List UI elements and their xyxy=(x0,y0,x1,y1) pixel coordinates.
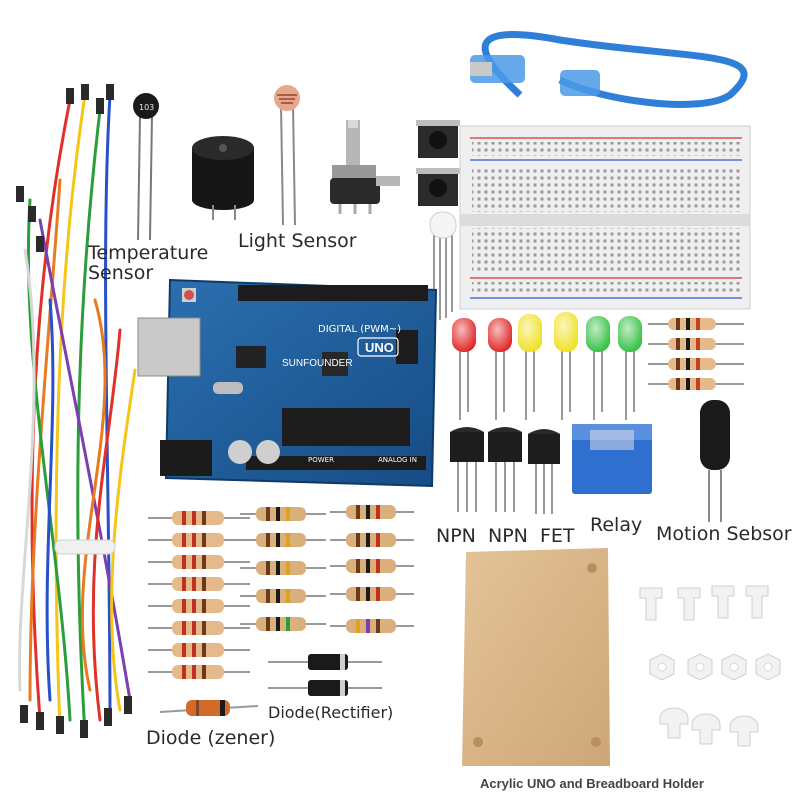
nylon-nut-icon xyxy=(649,653,781,681)
diode-icon xyxy=(268,654,382,696)
usb-cable-icon xyxy=(470,31,748,108)
label-diode-rectifier: Diode(Rectifier) xyxy=(268,703,394,722)
label-relay: Relay xyxy=(590,514,643,536)
board-brand: SUNFOUNDER xyxy=(282,358,353,369)
label-npn-2: NPN xyxy=(488,525,528,547)
label-light-sensor: Light Sensor xyxy=(238,230,357,252)
jumper-wire-tips xyxy=(16,84,132,738)
jumper-wire-bundle-icon xyxy=(18,93,137,737)
photoresistor-icon xyxy=(274,85,300,226)
relay-icon xyxy=(572,424,652,494)
label-npn-1: NPN xyxy=(436,525,476,547)
uno-badge xyxy=(357,337,399,357)
label-acrylic-holder: Acrylic UNO and Breadboard Holder xyxy=(480,776,704,791)
label-temperature-sensor: Temperature Sensor xyxy=(88,242,209,284)
thermistor-icon xyxy=(133,93,159,241)
arduino-board-icon xyxy=(137,278,438,488)
rgb-led-icon xyxy=(429,211,457,320)
board-digital-label: DIGITAL (PWM~) xyxy=(318,324,401,335)
label-fet: FET xyxy=(540,525,575,547)
acrylic-plate-icon xyxy=(462,548,610,766)
thermistor-code: 103 xyxy=(139,103,154,112)
nylon-standoff-icon xyxy=(639,585,769,621)
transistor-icon xyxy=(450,427,560,514)
buzzer-icon xyxy=(192,136,254,220)
cable-tie-icon xyxy=(54,539,116,555)
board-power-label: POWER xyxy=(308,456,334,464)
nylon-screw-icon xyxy=(659,707,759,747)
zener-diode-icon xyxy=(159,700,259,716)
board-analog-label: ANALOG IN xyxy=(378,456,417,464)
potentiometer-icon xyxy=(330,120,400,214)
label-diode-zener: Diode (zener) xyxy=(146,727,276,749)
tilt-sensor-icon xyxy=(700,400,730,522)
resistor-icon xyxy=(648,318,744,390)
led-icon xyxy=(452,312,642,420)
breadboard-icon xyxy=(459,125,751,310)
resistor-grid-icon xyxy=(148,505,414,679)
push-button-icon xyxy=(416,120,460,206)
board-model: UNO xyxy=(365,340,394,355)
nylon-nut-holes xyxy=(657,662,773,672)
label-motion-sensor: Motion Sebsor xyxy=(656,523,792,545)
